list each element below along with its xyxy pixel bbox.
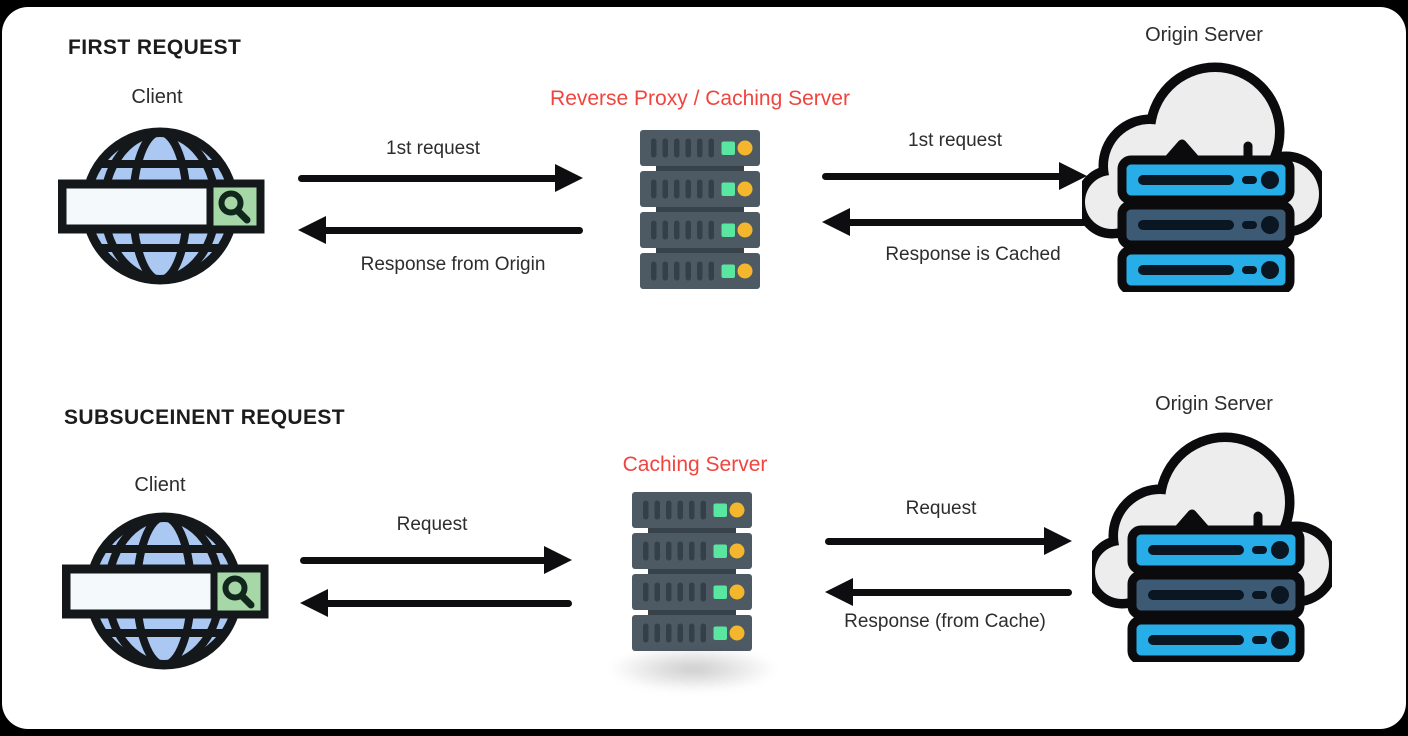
response-label: Response is Cached (885, 244, 1061, 265)
client-label: Client (131, 86, 183, 108)
request-arrow (825, 525, 1072, 557)
request-arrow (822, 160, 1087, 192)
section-title: SUBSUCEINENT REQUEST (64, 406, 346, 429)
response-label: Response from Origin (360, 254, 546, 275)
request-label: Request (396, 514, 468, 535)
server-shadow (608, 646, 778, 692)
response-arrow (822, 206, 1087, 238)
globe-search-icon (58, 122, 268, 290)
cloud-servers-icon (1082, 54, 1322, 292)
client-label: Client (134, 474, 186, 496)
origin-server-label: Origin Server (1145, 24, 1263, 46)
response-arrow (298, 214, 583, 246)
origin-server-label: Origin Server (1155, 393, 1273, 415)
proxy-label: Caching Server (622, 453, 768, 476)
response-arrow (825, 576, 1072, 608)
globe-search-icon (62, 506, 272, 676)
server-rack-icon (632, 492, 752, 654)
server-rack-icon (640, 130, 760, 292)
request-arrow (298, 162, 583, 194)
response-label: Response (from Cache) (844, 611, 1046, 632)
section-title: FIRST REQUEST (68, 36, 242, 59)
request-label: Request (905, 498, 977, 519)
request-arrow (300, 544, 572, 576)
proxy-label: Reverse Proxy / Caching Server (550, 87, 850, 110)
request-label: 1st request (908, 130, 1002, 151)
request-label: 1st request (386, 138, 480, 159)
cloud-servers-icon (1092, 424, 1332, 662)
response-arrow (300, 587, 572, 619)
